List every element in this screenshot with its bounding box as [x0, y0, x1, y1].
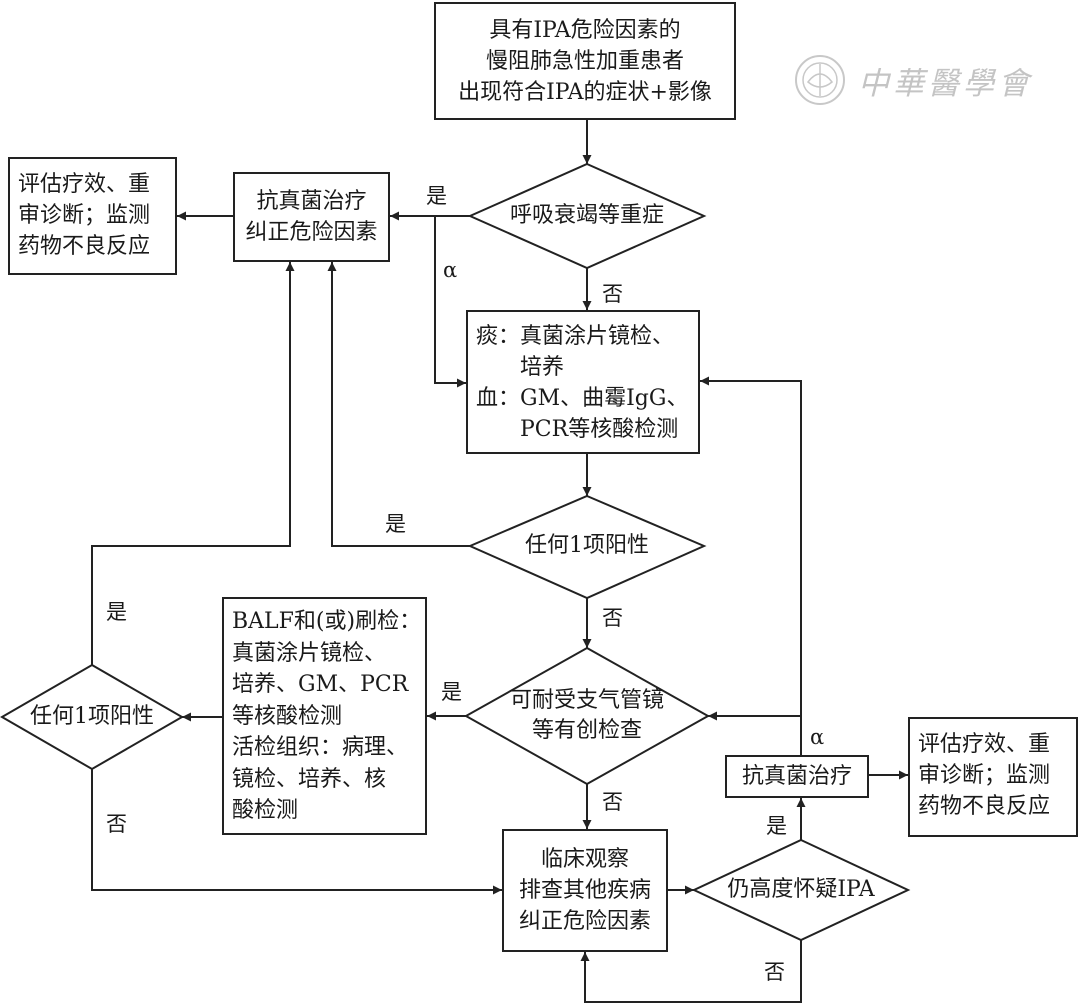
node-start-line: 出现符合IPA的症状+影像	[458, 79, 712, 105]
node-any-positive-1-line: 任何1项阳性	[525, 533, 649, 558]
node-tests: 痰：真菌涂片镜检、 培养 血：GM、曲霉IgG、 PCR等核酸检测	[466, 310, 700, 454]
node-any-positive-2-line: 任何1项阳性	[30, 704, 154, 729]
watermark-text: 中華醫學會	[858, 66, 1033, 102]
node-balf-line: 真菌涂片镜检、	[232, 640, 387, 666]
node-evaluate-bottom: 评估疗效、重 审诊断；监测 药物不良反应	[908, 717, 1078, 837]
node-resp-failure: 呼吸衰竭等重症	[470, 201, 704, 231]
node-observation-line: 纠正危险因素	[518, 909, 651, 934]
node-tests-line: 痰：真菌涂片镜检、	[476, 324, 675, 349]
arrow-suspect-no	[580, 940, 802, 1003]
node-bronchoscopy-line: 等有创检查	[531, 718, 642, 743]
node-any-positive-2: 任何1项阳性	[2, 702, 182, 732]
label-yes-suspect: 是	[766, 814, 787, 838]
label-alpha-2: α	[810, 725, 825, 749]
node-antifungal-bottom-line: 抗真菌治疗	[741, 764, 852, 789]
node-antifungal-bottom: 抗真菌治疗	[725, 755, 869, 798]
label-no-any2: 否	[106, 812, 127, 836]
node-balf-line: 活检组织：病理、	[232, 735, 409, 760]
label-alpha-1: α	[443, 258, 458, 282]
label-yes-any2: 是	[106, 600, 127, 624]
watermark-seal-icon	[795, 55, 845, 105]
node-start-line: 慢阻肺急性加重患者	[485, 48, 684, 74]
arrow-any1-yes	[327, 262, 470, 547]
node-evaluate-bottom-line: 评估疗效、重	[918, 732, 1051, 757]
node-antifungal-top-line: 抗真菌治疗	[256, 189, 367, 214]
node-observation-line: 临床观察	[540, 847, 629, 872]
label-yes-resp: 是	[426, 184, 447, 208]
node-tests-line: PCR等核酸检测	[476, 417, 679, 442]
node-suspect-ipa-line: 仍高度怀疑IPA	[727, 877, 875, 902]
arrow-any2-no	[91, 769, 502, 895]
node-balf-line: 镜检、培养、核	[232, 766, 387, 792]
node-balf-line: 等核酸检测	[232, 703, 343, 729]
node-evaluate-bottom-line: 药物不良反应	[918, 794, 1051, 819]
node-antifungal-top: 抗真菌治疗 纠正危险因素	[233, 172, 390, 262]
node-antifungal-top-line: 纠正危险因素	[245, 220, 378, 245]
node-balf-line: BALF和(或)刷检：	[232, 609, 422, 634]
node-any-positive-1: 任何1项阳性	[470, 531, 704, 561]
node-start-line: 具有IPA危险因素的	[489, 17, 681, 43]
node-evaluate-top-line: 药物不良反应	[18, 234, 151, 259]
node-suspect-ipa: 仍高度怀疑IPA	[694, 875, 908, 905]
label-yes-bronch: 是	[441, 680, 462, 704]
node-resp-failure-line: 呼吸衰竭等重症	[509, 203, 664, 228]
node-balf-line: 酸检测	[232, 798, 299, 823]
node-tests-line: 血：GM、曲霉IgG、	[476, 386, 689, 411]
node-observation-line: 排查其他疾病	[518, 878, 651, 903]
node-bronchoscopy-line: 可耐受支气管镜	[509, 688, 664, 713]
arrow-alpha2-to-tests	[700, 376, 802, 755]
label-no-suspect: 否	[764, 960, 785, 984]
node-tests-line: 培养	[476, 355, 565, 380]
label-no-bronch: 否	[602, 790, 623, 814]
node-bronchoscopy: 可耐受支气管镜 等有创检查	[466, 686, 708, 746]
node-balf-line: 培养、GM、PCR	[232, 672, 409, 697]
node-evaluate-top: 评估疗效、重 审诊断；监测 药物不良反应	[8, 157, 177, 275]
node-balf: BALF和(或)刷检： 真菌涂片镜检、 培养、GM、PCR 等核酸检测 活检组织…	[222, 597, 427, 835]
node-evaluate-top-line: 评估疗效、重	[18, 172, 151, 197]
label-no-resp: 否	[602, 282, 623, 306]
arrow-alpha-to-tests	[434, 216, 466, 388]
node-observation: 临床观察 排查其他疾病 纠正危险因素	[502, 829, 668, 952]
node-evaluate-top-line: 审诊断；监测	[18, 203, 151, 228]
arrow-any2-yes	[91, 262, 295, 665]
node-start: 具有IPA危险因素的 慢阻肺急性加重患者 出现符合IPA的症状+影像	[434, 2, 736, 120]
label-yes-any1: 是	[385, 512, 406, 536]
label-no-any1: 否	[602, 606, 623, 630]
node-evaluate-bottom-line: 审诊断；监测	[918, 763, 1051, 788]
